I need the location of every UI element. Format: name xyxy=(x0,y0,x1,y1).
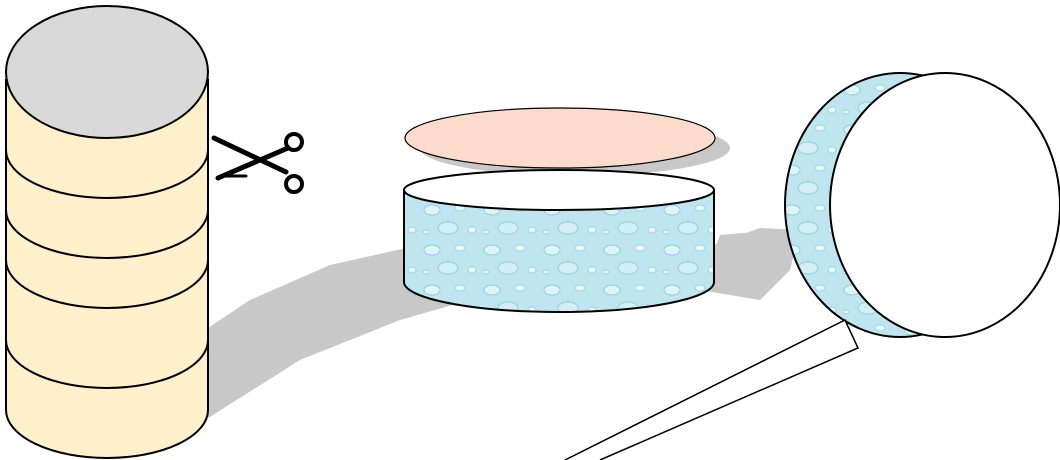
cylinder-body xyxy=(5,79,209,459)
disk-shadow xyxy=(700,228,800,300)
pointer-bar xyxy=(564,318,860,460)
rotated-disk xyxy=(784,72,1060,338)
cylinder-slice-line-4 xyxy=(5,339,209,389)
stacked-cylinder xyxy=(5,5,209,459)
cylinder-shadow xyxy=(205,245,470,420)
rotated-disk-face xyxy=(829,72,1060,338)
disk-body xyxy=(403,189,715,313)
cylinder-slice-line-2 xyxy=(5,209,209,259)
scissors-icon xyxy=(211,132,304,194)
cylinder-slice-line-1 xyxy=(5,149,209,199)
sliced-disk xyxy=(403,107,716,313)
disk-lid xyxy=(404,107,716,169)
cylinder-slice-line-3 xyxy=(5,259,209,309)
disk-top-face xyxy=(403,169,715,211)
cylinder-top xyxy=(5,5,209,139)
